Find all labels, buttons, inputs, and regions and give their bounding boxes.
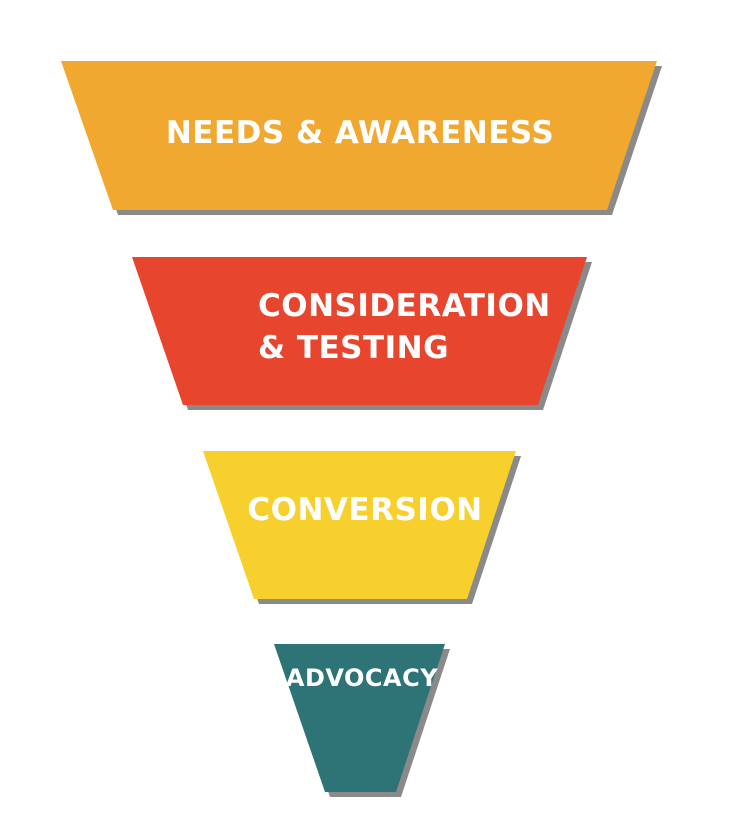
stage-label: CONSIDERATION & TESTING: [258, 288, 562, 366]
stage-shape: [274, 644, 445, 792]
stage-shape: [203, 451, 516, 599]
stage-label: ADVOCACY: [286, 664, 438, 692]
stage-label-line: NEEDS & AWARENESS: [166, 115, 554, 151]
funnel-stage-consideration-testing: CONSIDERATION & TESTING: [132, 257, 592, 410]
stage-label: CONVERSION: [247, 492, 482, 528]
funnel-stage-conversion: CONVERSION: [203, 451, 521, 604]
stage-shape: [132, 257, 587, 405]
stage-label-line: & TESTING: [258, 330, 449, 366]
stage-label: NEEDS & AWARENESS: [166, 115, 554, 151]
stage-shape: [61, 61, 657, 210]
stage-label-line: ADVOCACY: [286, 664, 438, 692]
stage-label-line: CONVERSION: [247, 492, 482, 528]
funnel-stage-advocacy: ADVOCACY: [274, 644, 450, 797]
stage-label-line: CONSIDERATION: [258, 288, 551, 324]
funnel-stage-needs-awareness: NEEDS & AWARENESS: [61, 61, 662, 215]
